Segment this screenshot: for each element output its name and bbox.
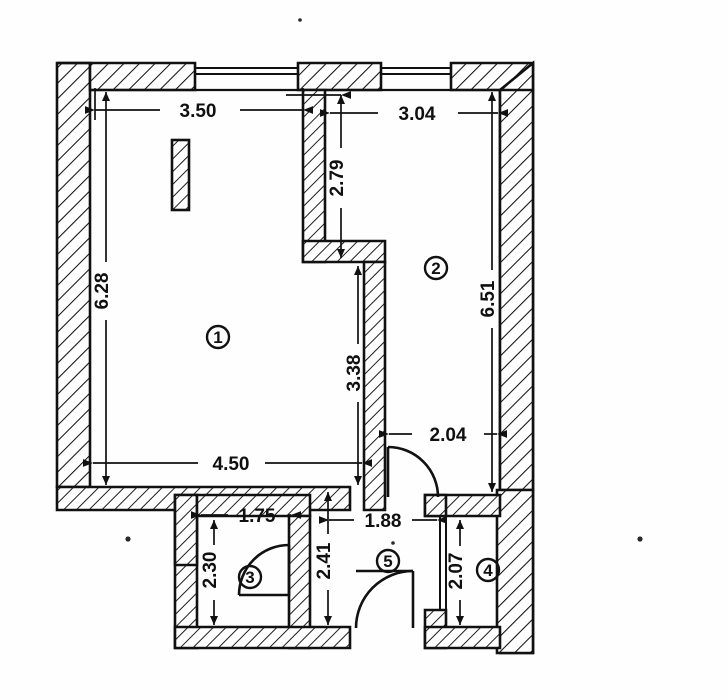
dimension-label: 2.30 [200,552,221,589]
scan-mark [391,541,395,545]
dimension-label: 6.28 [92,273,113,310]
wall-partition-room2-left [301,88,327,264]
room-number-label: 4 [483,561,493,580]
dimension-label: 2.79 [327,160,348,197]
wall-room3-left-step [173,493,199,567]
dimension-label: 1.75 [239,506,276,527]
room-badge-1: 1 [205,324,231,350]
dimension-label: 6.51 [478,280,499,317]
window-top-left [195,67,298,75]
room-number-label: 1 [213,328,222,347]
dimension-lines [83,88,508,625]
wall-partition-room2-jog [301,239,387,264]
door-room-5-south [354,569,415,629]
dimension-label: 3.38 [344,355,365,392]
door-room-5-entry [386,445,440,498]
wall-room3-bottom [173,625,352,650]
dimension-labels: 3.50 3.04 2.79 6.28 6.51 3.38 2.04 4.50 … [92,101,499,589]
scan-mark [637,536,643,542]
scan-mark [298,18,302,22]
wall-room4-bottom [423,625,502,650]
window-top-right [381,67,451,75]
dimension-label: 3.04 [399,104,436,125]
door-room-3 [237,543,291,597]
dimension-label: 1.88 [365,511,402,532]
dimension-label: 2.41 [314,542,335,579]
scan-marks [125,18,643,545]
dimension-label: 2.04 [430,425,467,446]
dimension-label: 4.50 [213,454,250,475]
partition-room4-west [439,516,447,610]
room-badge-2: 2 [423,255,449,281]
dimension-label: 3.50 [180,101,217,122]
wall-exterior-right-upper [498,88,535,492]
room-number-label: 3 [245,568,254,587]
wall-exterior-right-lower [495,488,535,655]
room-number-label: 5 [383,552,392,571]
scan-mark [125,536,131,542]
room-number-badges: 1 2 3 4 5 [205,255,501,590]
room-badge-5: 5 [375,548,401,574]
dimension-label: 2.07 [446,553,467,590]
walls-group [55,60,535,655]
wall-room4-top-left-nub [423,493,448,518]
room-badge-4: 4 [475,557,501,583]
room-number-label: 2 [431,259,440,278]
wall-exterior-top-b [296,61,383,92]
column-room-1 [170,138,191,212]
wall-partition-room1-right [362,260,387,512]
wall-exterior-left [55,61,92,489]
room-badge-3: 3 [237,564,263,590]
